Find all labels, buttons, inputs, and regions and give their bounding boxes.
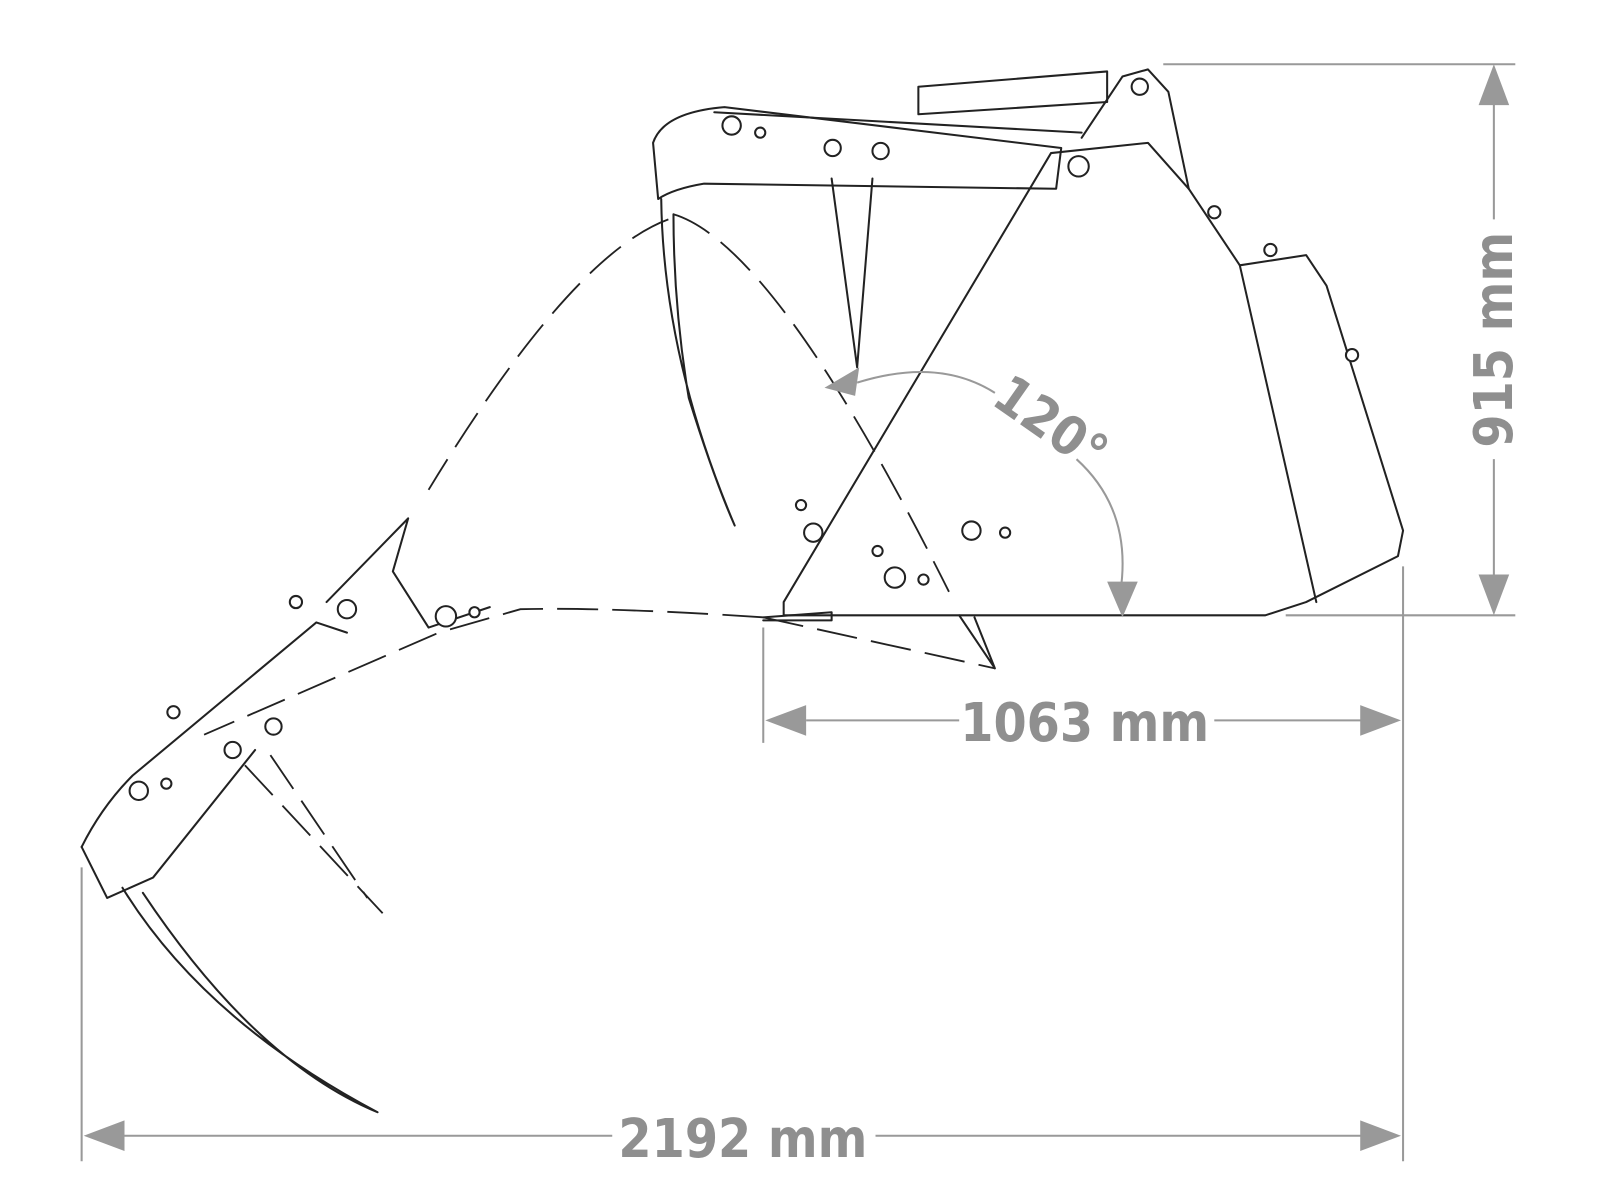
angle-arrow-down xyxy=(1107,581,1138,618)
total-length-label: 2192 mm xyxy=(618,1108,867,1170)
grapple-open xyxy=(80,213,996,1114)
bucket-length-label: 1063 mm xyxy=(960,692,1209,754)
height-dimension: 915 mm xyxy=(1163,63,1525,617)
bucket-closed xyxy=(652,68,1405,670)
height-label: 915 mm xyxy=(1463,232,1525,448)
total-length-dimension: 2192 mm xyxy=(80,867,1402,1170)
angle-indicator: 120° xyxy=(824,363,1138,618)
angle-label: 120° xyxy=(982,363,1119,485)
bucket-length-dimension: 1063 mm xyxy=(762,566,1405,1162)
angle-arrow-left xyxy=(824,367,860,396)
